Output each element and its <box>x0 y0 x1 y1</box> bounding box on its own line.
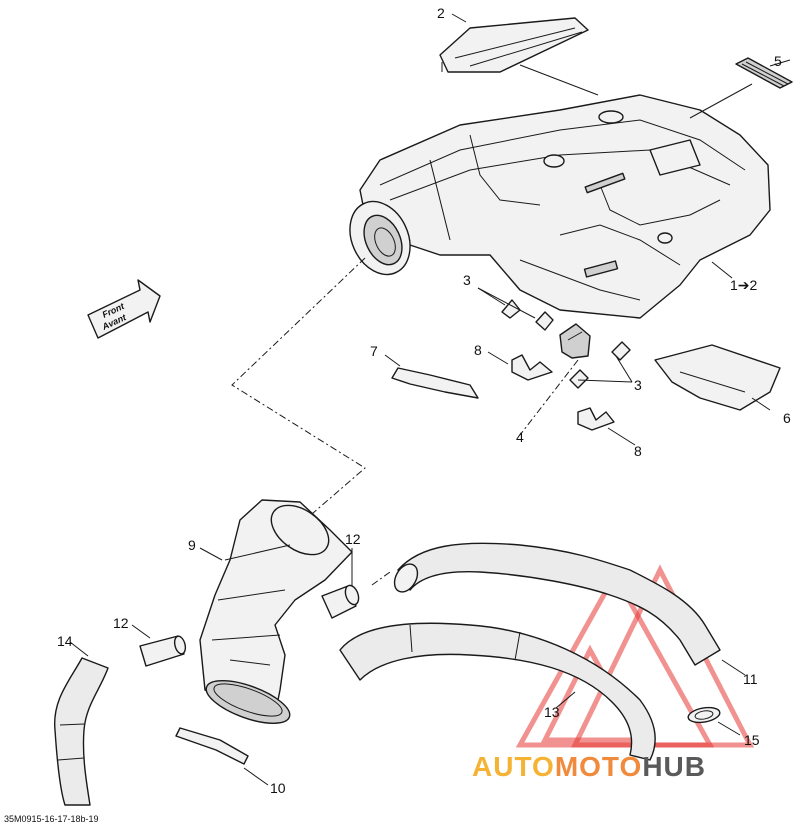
callout-3-upper: 3 <box>463 272 471 288</box>
callout-11: 11 <box>743 671 758 687</box>
bracket-upper <box>511 354 553 381</box>
connector-lower <box>139 635 187 667</box>
callout-12-lower: 12 <box>113 615 129 631</box>
clamp <box>175 727 249 765</box>
grommet <box>559 323 591 359</box>
callout-5: 5 <box>774 53 782 69</box>
watermark-part-3: HUB <box>642 751 706 782</box>
callout-2: 2 <box>437 5 445 21</box>
watermark-part-1: AUTO <box>472 751 555 782</box>
drawing-reference: 35M0915-16-17-18b-19 <box>4 814 99 824</box>
label-decal <box>735 57 793 89</box>
air-box <box>349 94 771 319</box>
connector-upper <box>321 584 360 619</box>
foam-seal <box>391 367 479 399</box>
assembly-line-hose <box>371 571 391 586</box>
hose-lower <box>339 622 656 761</box>
assembly-line <box>231 257 366 521</box>
callout-15: 15 <box>744 732 760 748</box>
callout-8-upper: 8 <box>474 342 482 358</box>
callout-14: 14 <box>57 633 73 649</box>
front-arrow: Front Avant <box>87 279 161 339</box>
watermark-text: AUTOMOTOHUB <box>472 751 706 782</box>
leader-lines <box>69 13 791 786</box>
bracket-lower <box>577 407 615 431</box>
callout-4: 4 <box>516 429 524 445</box>
callout-3-lower: 3 <box>634 377 642 393</box>
callout-10: 10 <box>270 780 286 796</box>
callout-6: 6 <box>783 410 791 426</box>
air-box-cover <box>439 17 589 73</box>
heat-shield <box>654 344 781 411</box>
hose-left <box>54 657 109 806</box>
callout-1-2: 1➔2 <box>730 277 758 293</box>
clip-part <box>501 299 631 389</box>
intake-adaptor <box>199 499 353 724</box>
callout-13: 13 <box>544 704 560 720</box>
hose-upper <box>393 542 721 666</box>
assembly-line-grommet <box>519 359 579 436</box>
callout-8-lower: 8 <box>634 443 642 459</box>
callout-12-upper: 12 <box>345 531 361 547</box>
callout-7: 7 <box>370 343 378 359</box>
watermark-part-2: MOTO <box>555 751 642 782</box>
callout-9: 9 <box>188 537 196 553</box>
hose-clamp <box>687 706 721 724</box>
